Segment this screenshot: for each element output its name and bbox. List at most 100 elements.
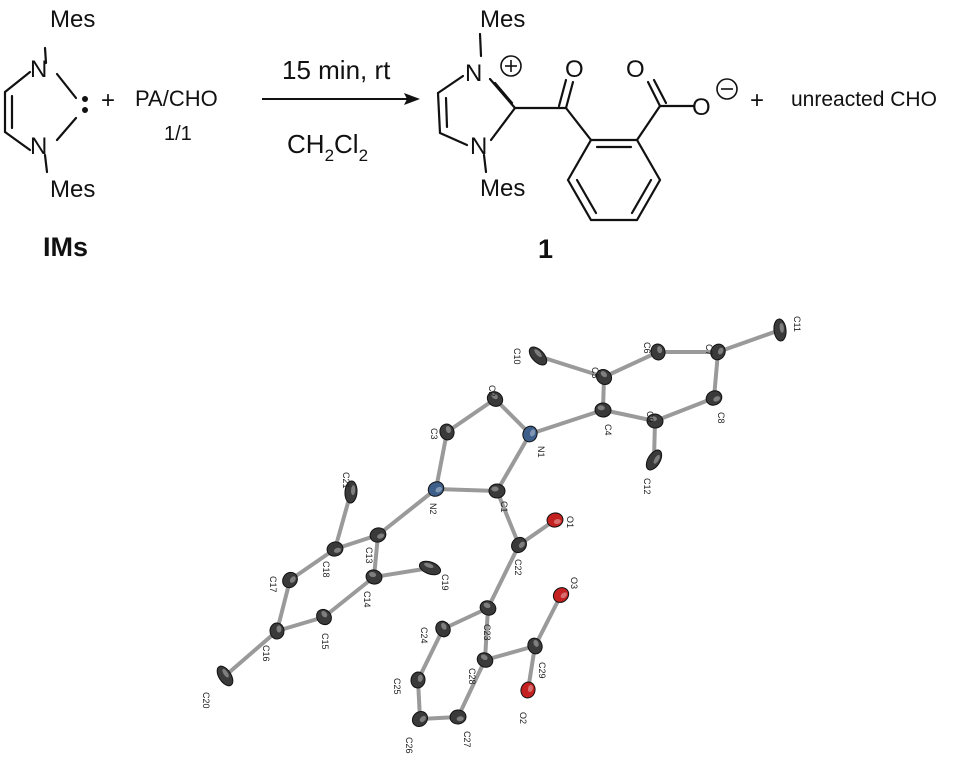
atom-c24 (435, 620, 451, 638)
bond-carboxylate-o-double (652, 78, 668, 105)
bond-c5-c6 (602, 350, 660, 379)
bond-ring-carboxylate (635, 104, 662, 142)
atom-c2 (486, 391, 504, 407)
bond-c-n-bottom (3, 130, 32, 152)
atom-o3 (552, 587, 570, 603)
atom-highlight-c6 (657, 346, 663, 354)
bond-c14-c19 (372, 566, 432, 579)
atom-label-c6: C6 (642, 342, 652, 354)
solvent-sub-1: 2 (325, 146, 334, 165)
atom-highlight-c8 (713, 396, 721, 402)
solvent-label: CH2Cl2 (287, 129, 368, 165)
plus-sign-1: + (101, 87, 115, 114)
negative-charge-circle (716, 78, 738, 100)
atom-c25 (410, 671, 426, 689)
bond-carbonyl-o-double (557, 78, 568, 108)
atom-c26 (411, 711, 429, 727)
mes-label-top-left: Mes (50, 6, 95, 33)
atom-highlight-c26 (419, 715, 426, 723)
bond-n1-c2-double (493, 81, 514, 105)
atom-highlight-c25 (417, 674, 423, 682)
bond-c24-c25 (416, 627, 445, 682)
atom-highlight-c28 (480, 654, 488, 661)
n-label-product: N (470, 133, 487, 160)
bond-c2-c3 (445, 397, 497, 434)
condition-label: 15 min, rt (282, 55, 391, 85)
atom-highlight-c14 (369, 572, 377, 578)
atom-highlight-c15 (321, 610, 328, 618)
bond-c16-c20 (223, 629, 279, 678)
atom-label-c29: C29 (537, 662, 547, 679)
atom-label-c1: C1 (499, 501, 509, 513)
atom-label-o1: O1 (565, 516, 575, 528)
atom-c7 (710, 343, 726, 361)
product-structure: Mes N N Mes O O O 1 (436, 6, 738, 264)
lone-pair-dot-1 (82, 96, 88, 102)
atom-label-o3: O3 (569, 577, 579, 589)
n-plus-label: N (465, 60, 482, 87)
bond-c-c-product (436, 91, 442, 135)
reagent-label: PA/CHO (135, 86, 218, 111)
mes-label-bottom-left: Mes (50, 176, 95, 203)
atom-label-c8: C8 (716, 412, 726, 424)
atom-highlight-c13 (377, 533, 385, 539)
atom-highlight-c17 (289, 576, 296, 583)
bond-c1-n2 (434, 487, 499, 493)
atom-highlight-c10 (534, 349, 542, 358)
atom-label-c13: C13 (364, 547, 374, 564)
atom-c4 (594, 402, 612, 418)
atom-c17 (282, 571, 298, 589)
atom-label-c4: C4 (603, 424, 613, 436)
solvent-sub-2: 2 (359, 146, 368, 165)
bond-c29-o3 (533, 593, 563, 648)
atom-o2 (520, 681, 536, 699)
atom-c13 (369, 527, 387, 543)
atom-highlight-c16 (276, 625, 282, 633)
atom-highlight-c24 (441, 622, 447, 630)
bond-c14-c15 (322, 575, 376, 619)
atom-c23 (479, 600, 497, 616)
atom-c22 (511, 536, 527, 554)
atom-c11 (773, 318, 787, 342)
bond-c2-n2 (489, 106, 517, 142)
atom-highlight-c11 (779, 322, 784, 333)
atom-label-c20: C20 (201, 692, 211, 709)
atom-c27 (449, 709, 467, 725)
bond-n-c-top (3, 70, 32, 94)
bond-n1-c (436, 74, 465, 95)
bond-c17-c18 (288, 547, 337, 582)
atom-c8 (705, 390, 723, 406)
atom-label-c7: C7 (704, 344, 714, 356)
atom-label-c14: C14 (362, 591, 372, 608)
atom-highlight-n2 (435, 486, 443, 493)
reaction-arrow: 15 min, rt CH2Cl2 (262, 55, 420, 165)
atom-label-c9: C9 (645, 411, 655, 423)
atom-label-c22: C22 (513, 559, 523, 576)
atom-c14 (365, 569, 383, 585)
bond-c7-c11 (716, 328, 782, 354)
atom-label-c10: C10 (512, 348, 522, 365)
bond-c23-c24 (441, 606, 490, 631)
atom-n1 (522, 425, 538, 443)
atom-highlight-o2 (527, 685, 533, 693)
atom-label-c23: C23 (482, 624, 492, 641)
bond-carboxylate-o (646, 80, 662, 108)
arrow-head (404, 93, 420, 105)
positive-charge-circle (500, 55, 522, 77)
atom-label-c25: C25 (392, 678, 402, 695)
atom-n2 (427, 481, 445, 497)
atom-label-c28: C28 (467, 668, 477, 685)
atom-highlight-c19 (424, 562, 434, 569)
bond-c16-c17 (275, 578, 292, 633)
n-label-ims-top: N (30, 56, 47, 83)
bond-c8-c9 (653, 396, 716, 423)
atom-highlight-c5 (600, 371, 607, 378)
atom-label-c27: C27 (462, 731, 472, 748)
carboxylate-oxygen-minus: O (692, 94, 711, 121)
mes-label-top-right: Mes (480, 6, 525, 33)
benzene-ring (566, 138, 662, 222)
atom-highlight-c18 (333, 547, 342, 553)
atom-highlight-c27 (456, 716, 464, 722)
plus-sign-2: + (750, 87, 764, 114)
